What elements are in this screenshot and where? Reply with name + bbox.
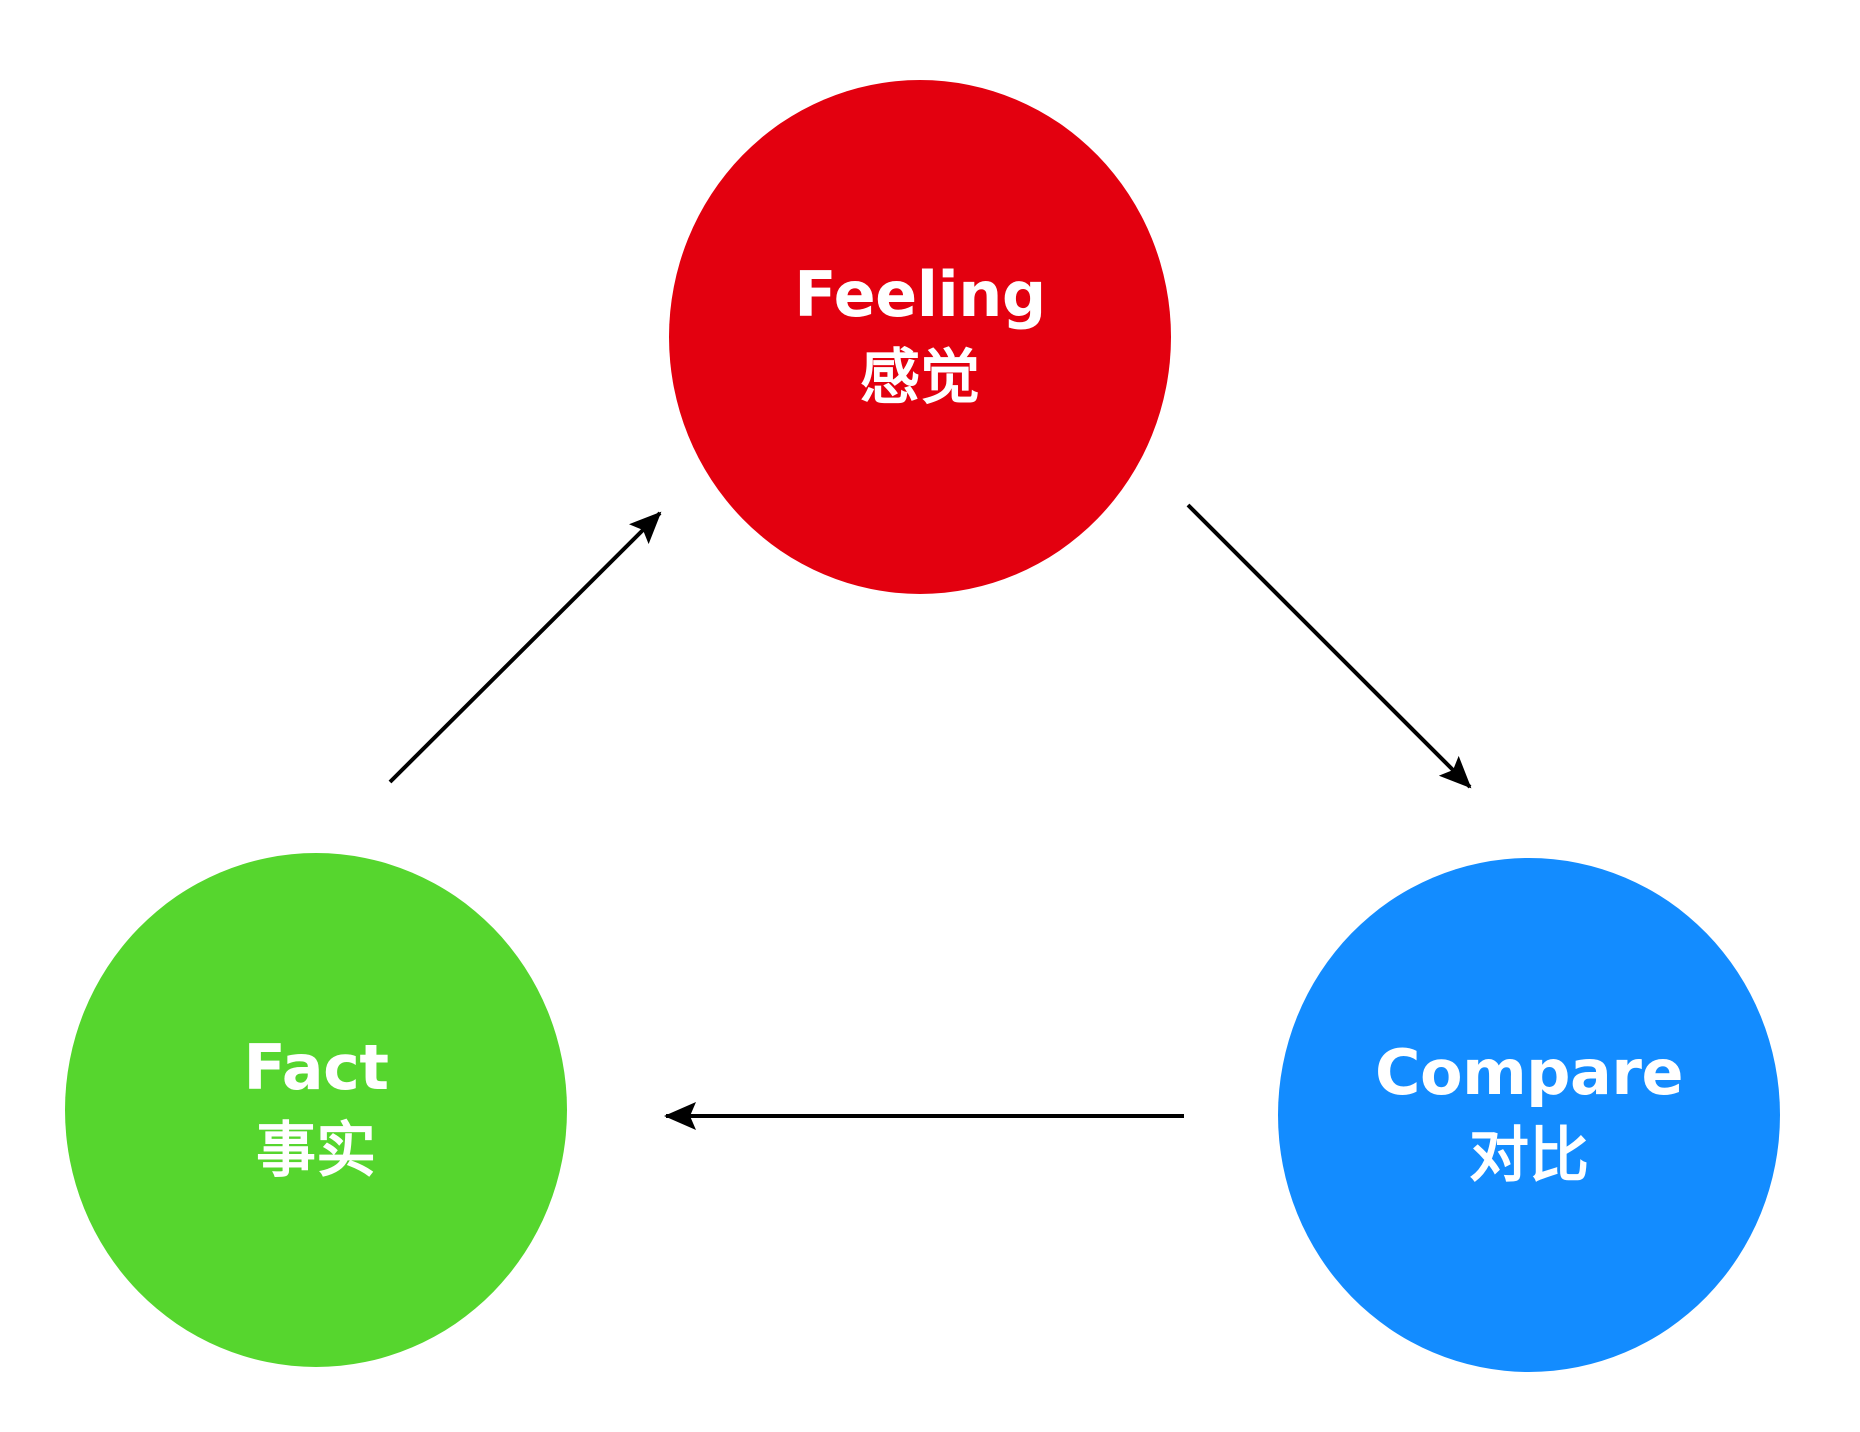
compare-label: Compare: [1374, 1036, 1684, 1109]
fact-label: Fact: [243, 1031, 389, 1104]
fact-node: Fact 事实: [65, 853, 567, 1367]
feeling-label-zh: 感觉: [860, 343, 980, 413]
arrow-feeling-to-compare: [1186, 503, 1472, 789]
compare-node: Compare 对比: [1278, 858, 1780, 1372]
feeling-label: Feeling: [794, 258, 1046, 331]
arrow-fact-to-feeling: [388, 511, 662, 784]
fact-label-zh: 事实: [256, 1116, 376, 1186]
feeling-node: Feeling 感觉: [669, 80, 1171, 594]
compare-label-zh: 对比: [1469, 1121, 1589, 1191]
